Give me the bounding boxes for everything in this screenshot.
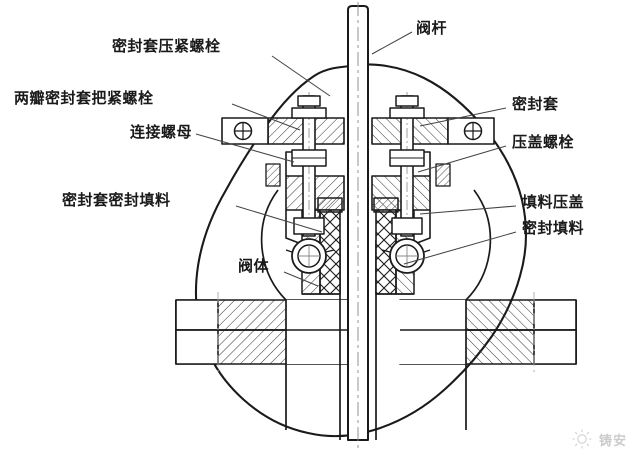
label-sleeve-compression-bolt: 密封套压紧螺栓 [112,37,221,55]
leader-lines [195,31,517,287]
valve-stem [347,2,369,452]
label-valve-body: 阀体 [238,257,270,275]
label-packing-gland: 填料压盖 [522,193,585,211]
right-bolt-assembly [381,92,431,274]
label-connecting-nut: 连接螺母 [130,123,193,141]
label-sealing-packing: 密封填料 [522,219,585,237]
packing-gland-left [317,197,343,213]
left-flange-face [175,299,219,331]
packing-gland-right [373,197,399,213]
label-two-half-sleeve-clamp-bolt: 两瓣密封套把紧螺栓 [14,89,154,107]
side-detail-left [265,163,281,187]
sun-burst-icon [572,429,592,449]
valve-body-wall-left [260,189,287,301]
left-bolt-assembly [285,92,335,274]
right-flange-face-lower [533,329,577,365]
watermark: 铸安 [571,428,627,450]
watermark-text: 铸安 [598,433,627,449]
label-gland-bolt: 压盖螺栓 [512,133,575,151]
side-detail-right [435,163,451,187]
label-valve-stem: 阀杆 [416,19,448,37]
valve-body-wall-right [465,189,492,301]
left-flange-face-lower [175,329,219,365]
right-flange-face [533,299,577,331]
label-sleeve-sealing-packing: 密封套密封填料 [62,191,171,209]
label-sealing-sleeve: 密封套 [512,95,559,113]
